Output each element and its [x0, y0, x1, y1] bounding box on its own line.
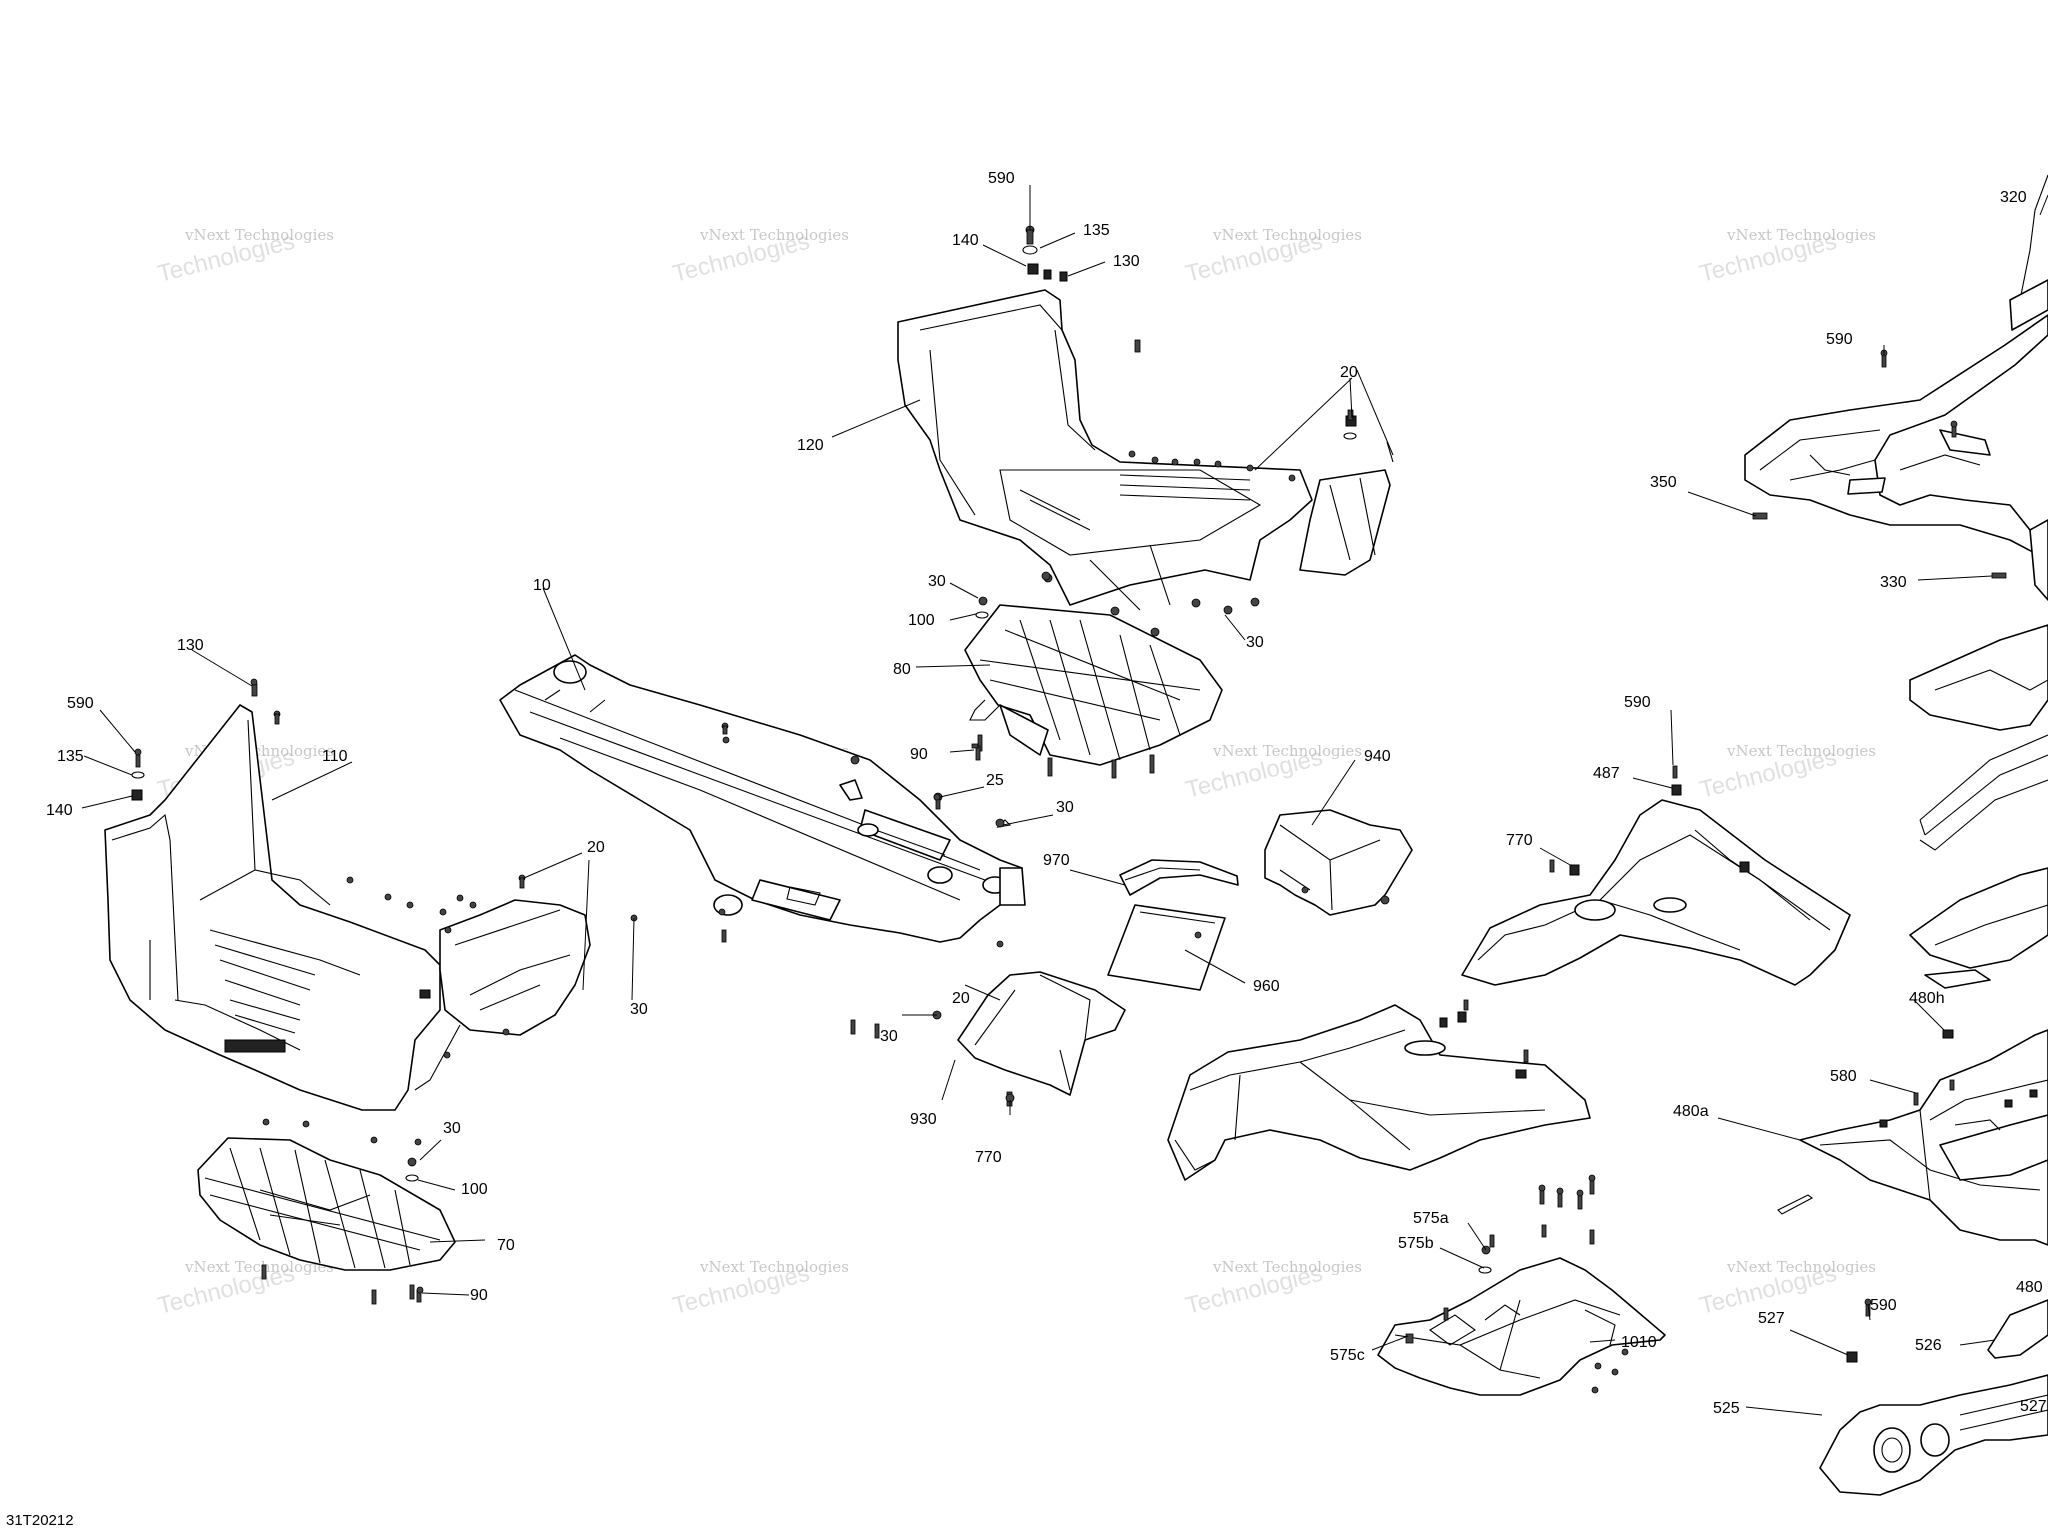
callout-label: 960: [1253, 978, 1280, 995]
callout-label: 590: [988, 170, 1015, 187]
callout-label: 20: [587, 839, 605, 856]
part-320-rear-rack: [1744, 174, 2048, 601]
callout-label: 30: [1056, 799, 1074, 816]
callout-label: 130: [177, 637, 204, 654]
callout-label: 480: [2016, 1279, 2043, 1296]
figure-reference: 31T20212: [6, 1512, 74, 1529]
fasteners-fender-left: [1439, 999, 1529, 1079]
callout-label: 30: [1246, 634, 1264, 651]
fasteners-10: [718, 722, 1005, 1039]
watermark-text: vNext Technologies: [1726, 226, 1876, 244]
part-1010-support: [1377, 1257, 1666, 1396]
callout-label: 90: [910, 746, 928, 763]
part-525-rear-bumper: [1819, 1374, 2048, 1496]
watermark-text: vNext Technologies: [1212, 1258, 1362, 1276]
callout-label: 135: [57, 748, 84, 765]
part-930-cover: [957, 971, 1126, 1107]
callout-labels: 590 135 140 130 120 20 30 100 30 80 90 2…: [46, 170, 2047, 1417]
callout-label: 350: [1650, 474, 1677, 491]
part-120-footwell-right: [897, 289, 1391, 611]
callout-label: 590: [1826, 331, 1853, 348]
watermark-text: vNext Technologies: [699, 226, 849, 244]
callout-label: 940: [1364, 748, 1391, 765]
callout-label: 930: [910, 1111, 937, 1128]
callout-label: 320: [2000, 189, 2027, 206]
callout-label: 20: [952, 990, 970, 1007]
fasteners-525: [1846, 1298, 1872, 1363]
part-940-cover: [1264, 809, 1413, 916]
fasteners-fender-right: [1549, 765, 1750, 876]
part-970-heat-shield: [1119, 859, 1239, 896]
part-fender-front-right: [1461, 799, 1851, 986]
watermark-text: vNext Technologies: [184, 1258, 334, 1276]
callout-label: 487: [1593, 765, 1620, 782]
watermark-text: vNext Technologies: [1726, 742, 1876, 760]
part-480h-pad: [1924, 969, 1991, 1039]
callout-label: 25: [986, 772, 1004, 789]
callout-label: 526: [1915, 1337, 1942, 1354]
fasteners-110: [131, 678, 638, 1059]
part-10-floor-pan: [499, 654, 1026, 943]
watermark-text: vNext Technologies: [1212, 742, 1362, 760]
callout-label: 1010: [1621, 1334, 1657, 1351]
callout-label: 330: [1880, 574, 1907, 591]
callout-label: 10: [533, 577, 551, 594]
fasteners-70: [262, 1118, 424, 1303]
part-526-bracket: [1987, 1299, 2048, 1359]
callout-label: 110: [322, 748, 348, 765]
callout-label: 527: [1758, 1310, 1785, 1327]
callout-label: 100: [461, 1181, 488, 1198]
watermark-text: vNext Technologies: [1726, 1258, 1876, 1276]
leader-lines: [81, 185, 2048, 1416]
callout-label: 30: [443, 1120, 461, 1137]
callout-label: 575b: [1398, 1235, 1434, 1252]
callout-label: 120: [797, 437, 824, 454]
callout-label: 70: [497, 1237, 515, 1254]
part-480a-rear-box: [1777, 1029, 2048, 1246]
watermark-text: vNext Technologies: [1212, 226, 1362, 244]
callout-label: 30: [928, 573, 946, 590]
part-110-footwell-left: [104, 704, 591, 1111]
callout-label: 20: [1340, 364, 1358, 381]
callout-label: 30: [880, 1028, 898, 1045]
callout-label: 970: [1043, 852, 1070, 869]
callout-label: 140: [952, 232, 979, 249]
callout-label: 770: [975, 1149, 1002, 1166]
part-70-footrest-grate-left: [197, 1137, 456, 1305]
callout-label: 30: [630, 1001, 648, 1018]
callout-label: 80: [893, 661, 911, 678]
watermark-text: vNext Technologies: [184, 226, 334, 244]
callout-label: 590: [1870, 1297, 1897, 1314]
callout-label: 527: [2020, 1398, 2047, 1415]
callout-label: 590: [1624, 694, 1651, 711]
part-rear-storage-lid: [1909, 624, 2048, 731]
callout-label: 525: [1713, 1400, 1740, 1417]
fasteners-1010: [1405, 1174, 1629, 1394]
callout-label: 580: [1830, 1068, 1857, 1085]
part-80-footrest-grate-right: [964, 604, 1223, 779]
callout-label: 130: [1113, 253, 1140, 270]
callout-label: 575c: [1330, 1347, 1365, 1364]
part-fender-front-left: [1167, 1004, 1591, 1181]
part-rear-seal: [1919, 734, 2048, 851]
callout-label: 90: [470, 1287, 488, 1304]
watermark-text: vNext Technologies: [699, 1258, 849, 1276]
callout-label: 575a: [1413, 1210, 1449, 1227]
callout-label: 135: [1083, 222, 1110, 239]
fasteners-480: [1879, 1079, 2038, 1128]
callout-label: 140: [46, 802, 73, 819]
callout-label: 480h: [1909, 990, 1945, 1007]
part-960-heat-shield: [1107, 904, 1226, 991]
callout-label: 480a: [1673, 1103, 1709, 1120]
callout-label: 590: [67, 695, 94, 712]
part-rear-tray: [1909, 867, 2048, 969]
callout-label: 100: [908, 612, 935, 629]
callout-label: 770: [1506, 832, 1533, 849]
